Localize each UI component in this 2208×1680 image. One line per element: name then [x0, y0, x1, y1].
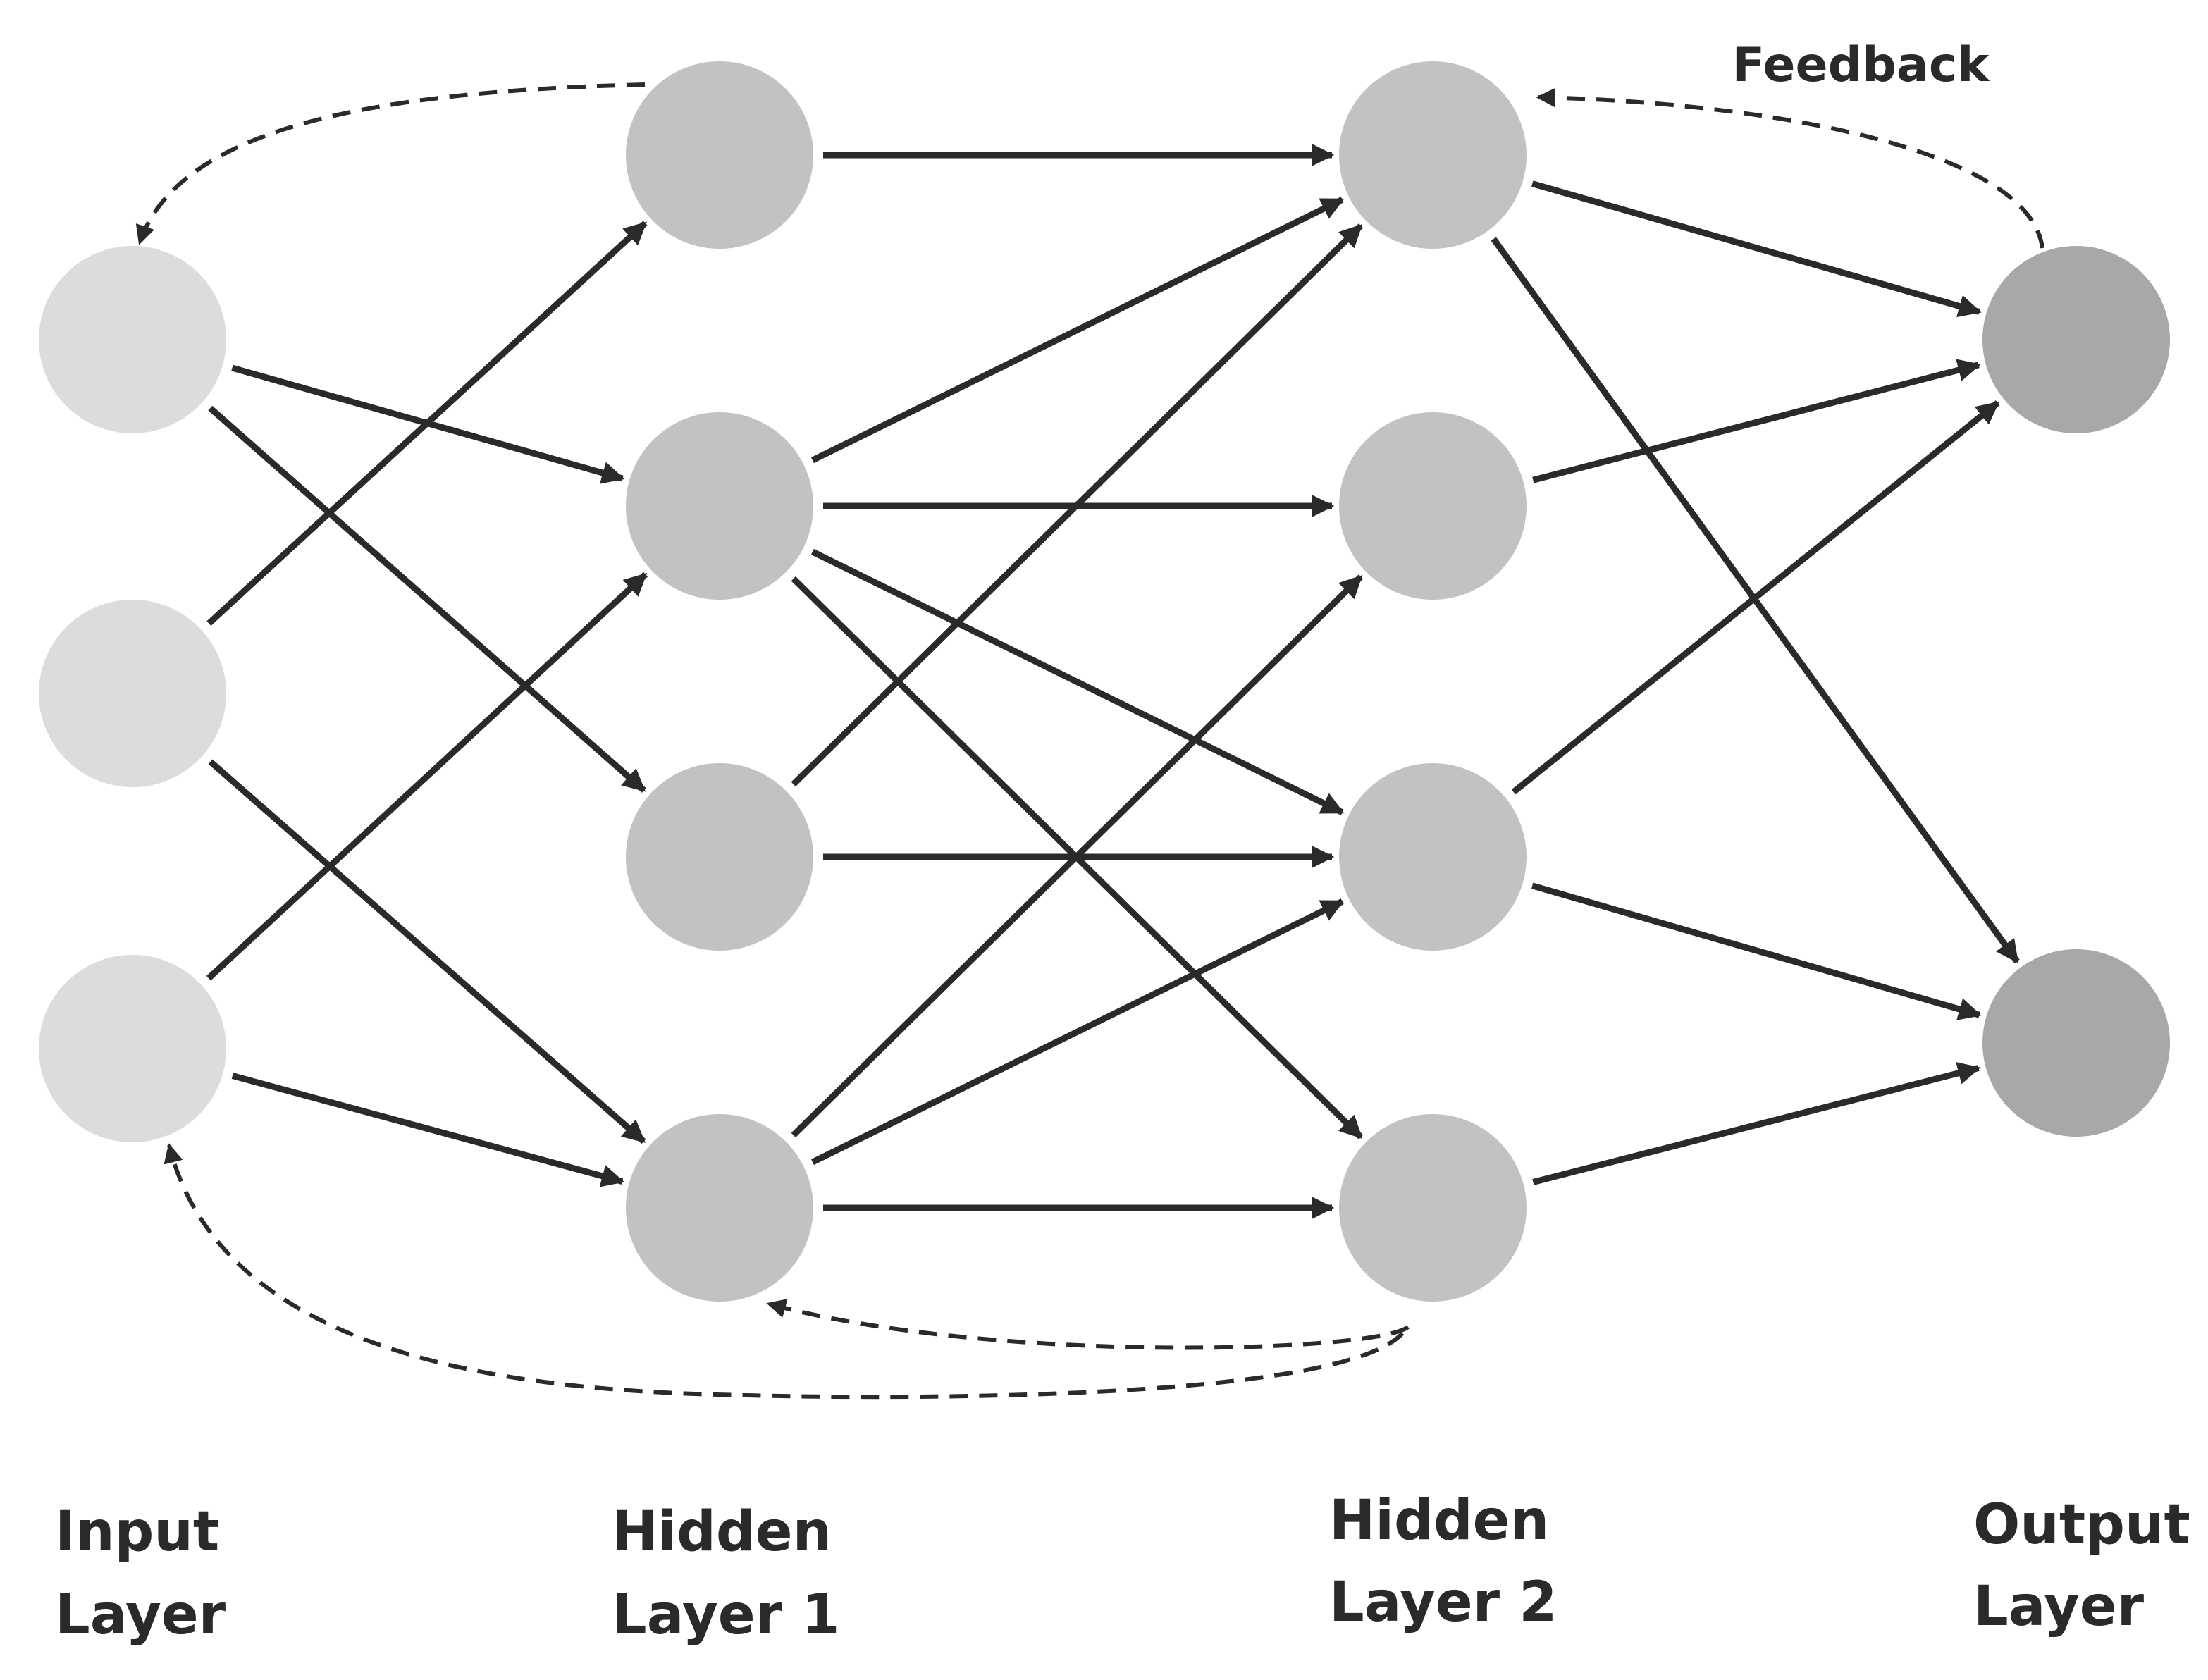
node-hidden2-3: [1339, 1114, 1527, 1302]
node-input-0: [39, 246, 226, 433]
connection-arrow: [208, 405, 646, 793]
connection-arrow: [1532, 359, 1981, 483]
feedback-label: Feedback: [1732, 37, 1990, 93]
connection-arrow: [206, 572, 648, 981]
feedback-loops: [135, 82, 2044, 1400]
layer-label-line2: Layer 1: [612, 1583, 840, 1647]
nodes: [39, 61, 2170, 1302]
connection-arrow: [1531, 180, 1982, 318]
layer-label-line1: Output: [1973, 1493, 2190, 1557]
connection-arrow: [206, 221, 648, 626]
connection-arrow: [791, 574, 1364, 1138]
feedback-arrow: [766, 1299, 1410, 1350]
node-hidden2-1: [1339, 412, 1527, 600]
layer-label-line2: Layer 2: [1329, 1571, 1558, 1634]
node-hidden1-2: [626, 763, 813, 951]
connection-arrow: [791, 223, 1364, 787]
layer-label-input: Input Layer: [55, 1500, 226, 1647]
connection-arrow: [1531, 882, 1982, 1020]
node-hidden1-1: [626, 412, 813, 600]
node-input-1: [39, 600, 226, 787]
node-output-1: [1982, 949, 2170, 1137]
node-hidden1-3: [626, 1114, 813, 1302]
connection-arrow: [810, 197, 1345, 464]
node-hidden2-2: [1339, 763, 1527, 951]
feedback-arrow: [135, 82, 646, 245]
layer-label-hidden2: Hidden Layer 2: [1329, 1489, 1558, 1634]
connection-arrow: [208, 759, 646, 1144]
feedback-arrow: [164, 1143, 1405, 1400]
node-hidden1-0: [626, 61, 813, 249]
node-input-2: [39, 955, 226, 1142]
connection-arrow: [810, 898, 1345, 1166]
connection-arrow: [231, 1073, 625, 1187]
layer-label-hidden1: Hidden Layer 1: [612, 1500, 840, 1647]
layer-label-output: Output Layer: [1973, 1493, 2190, 1638]
layer-label-line2: Layer: [1973, 1575, 2145, 1638]
node-output-0: [1982, 246, 2170, 433]
connections: [206, 143, 2020, 1220]
layer-label-line2: Layer: [55, 1583, 226, 1647]
connection-arrow: [1511, 400, 2000, 795]
layer-label-line1: Hidden: [612, 1500, 832, 1564]
connection-arrow: [1532, 1062, 1981, 1185]
node-hidden2-0: [1339, 61, 1527, 249]
layer-label-line1: Input: [55, 1500, 219, 1564]
layer-label-line1: Hidden: [1329, 1489, 1549, 1552]
feedback-arrow: [1536, 87, 2044, 249]
connection-arrow: [810, 548, 1345, 815]
